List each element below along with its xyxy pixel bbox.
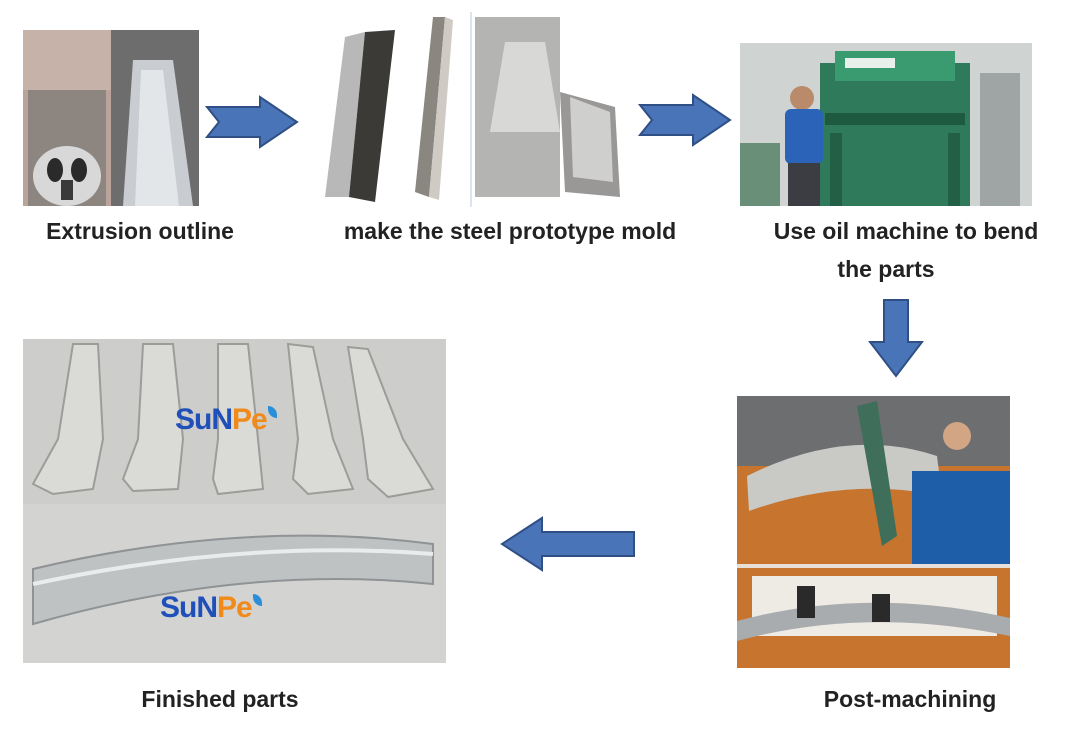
sunpe-logo-bottom: SuNPe	[160, 591, 262, 625]
oil-machine-photo	[740, 43, 1032, 206]
arrow-down-icon	[868, 299, 924, 378]
step-label-post-machining: Post-machining	[823, 686, 997, 712]
step-label-finished-parts: Finished parts	[141, 686, 299, 712]
finished-parts-photo: SuNPe SuNPe	[23, 339, 446, 663]
step-label-oil-machine: Use oil machine to bend	[773, 218, 1039, 244]
sunpe-logo-top: SuNPe	[175, 403, 277, 437]
step-label-steel-mold: make the steel prototype mold	[343, 218, 677, 244]
step-label-oil-machine-line2: the parts	[837, 256, 935, 282]
post-machining-photo	[737, 396, 1010, 668]
arrow-right-icon	[638, 93, 732, 147]
arrow-left-icon	[500, 516, 635, 572]
leaf-icon	[267, 406, 277, 418]
steel-prototype-mold-photo	[315, 12, 635, 207]
arrow-right-icon	[205, 95, 299, 149]
leaf-icon	[252, 594, 262, 606]
step-label-extrusion-outline: Extrusion outline	[46, 218, 234, 244]
extrusion-outline-photo	[23, 30, 199, 206]
